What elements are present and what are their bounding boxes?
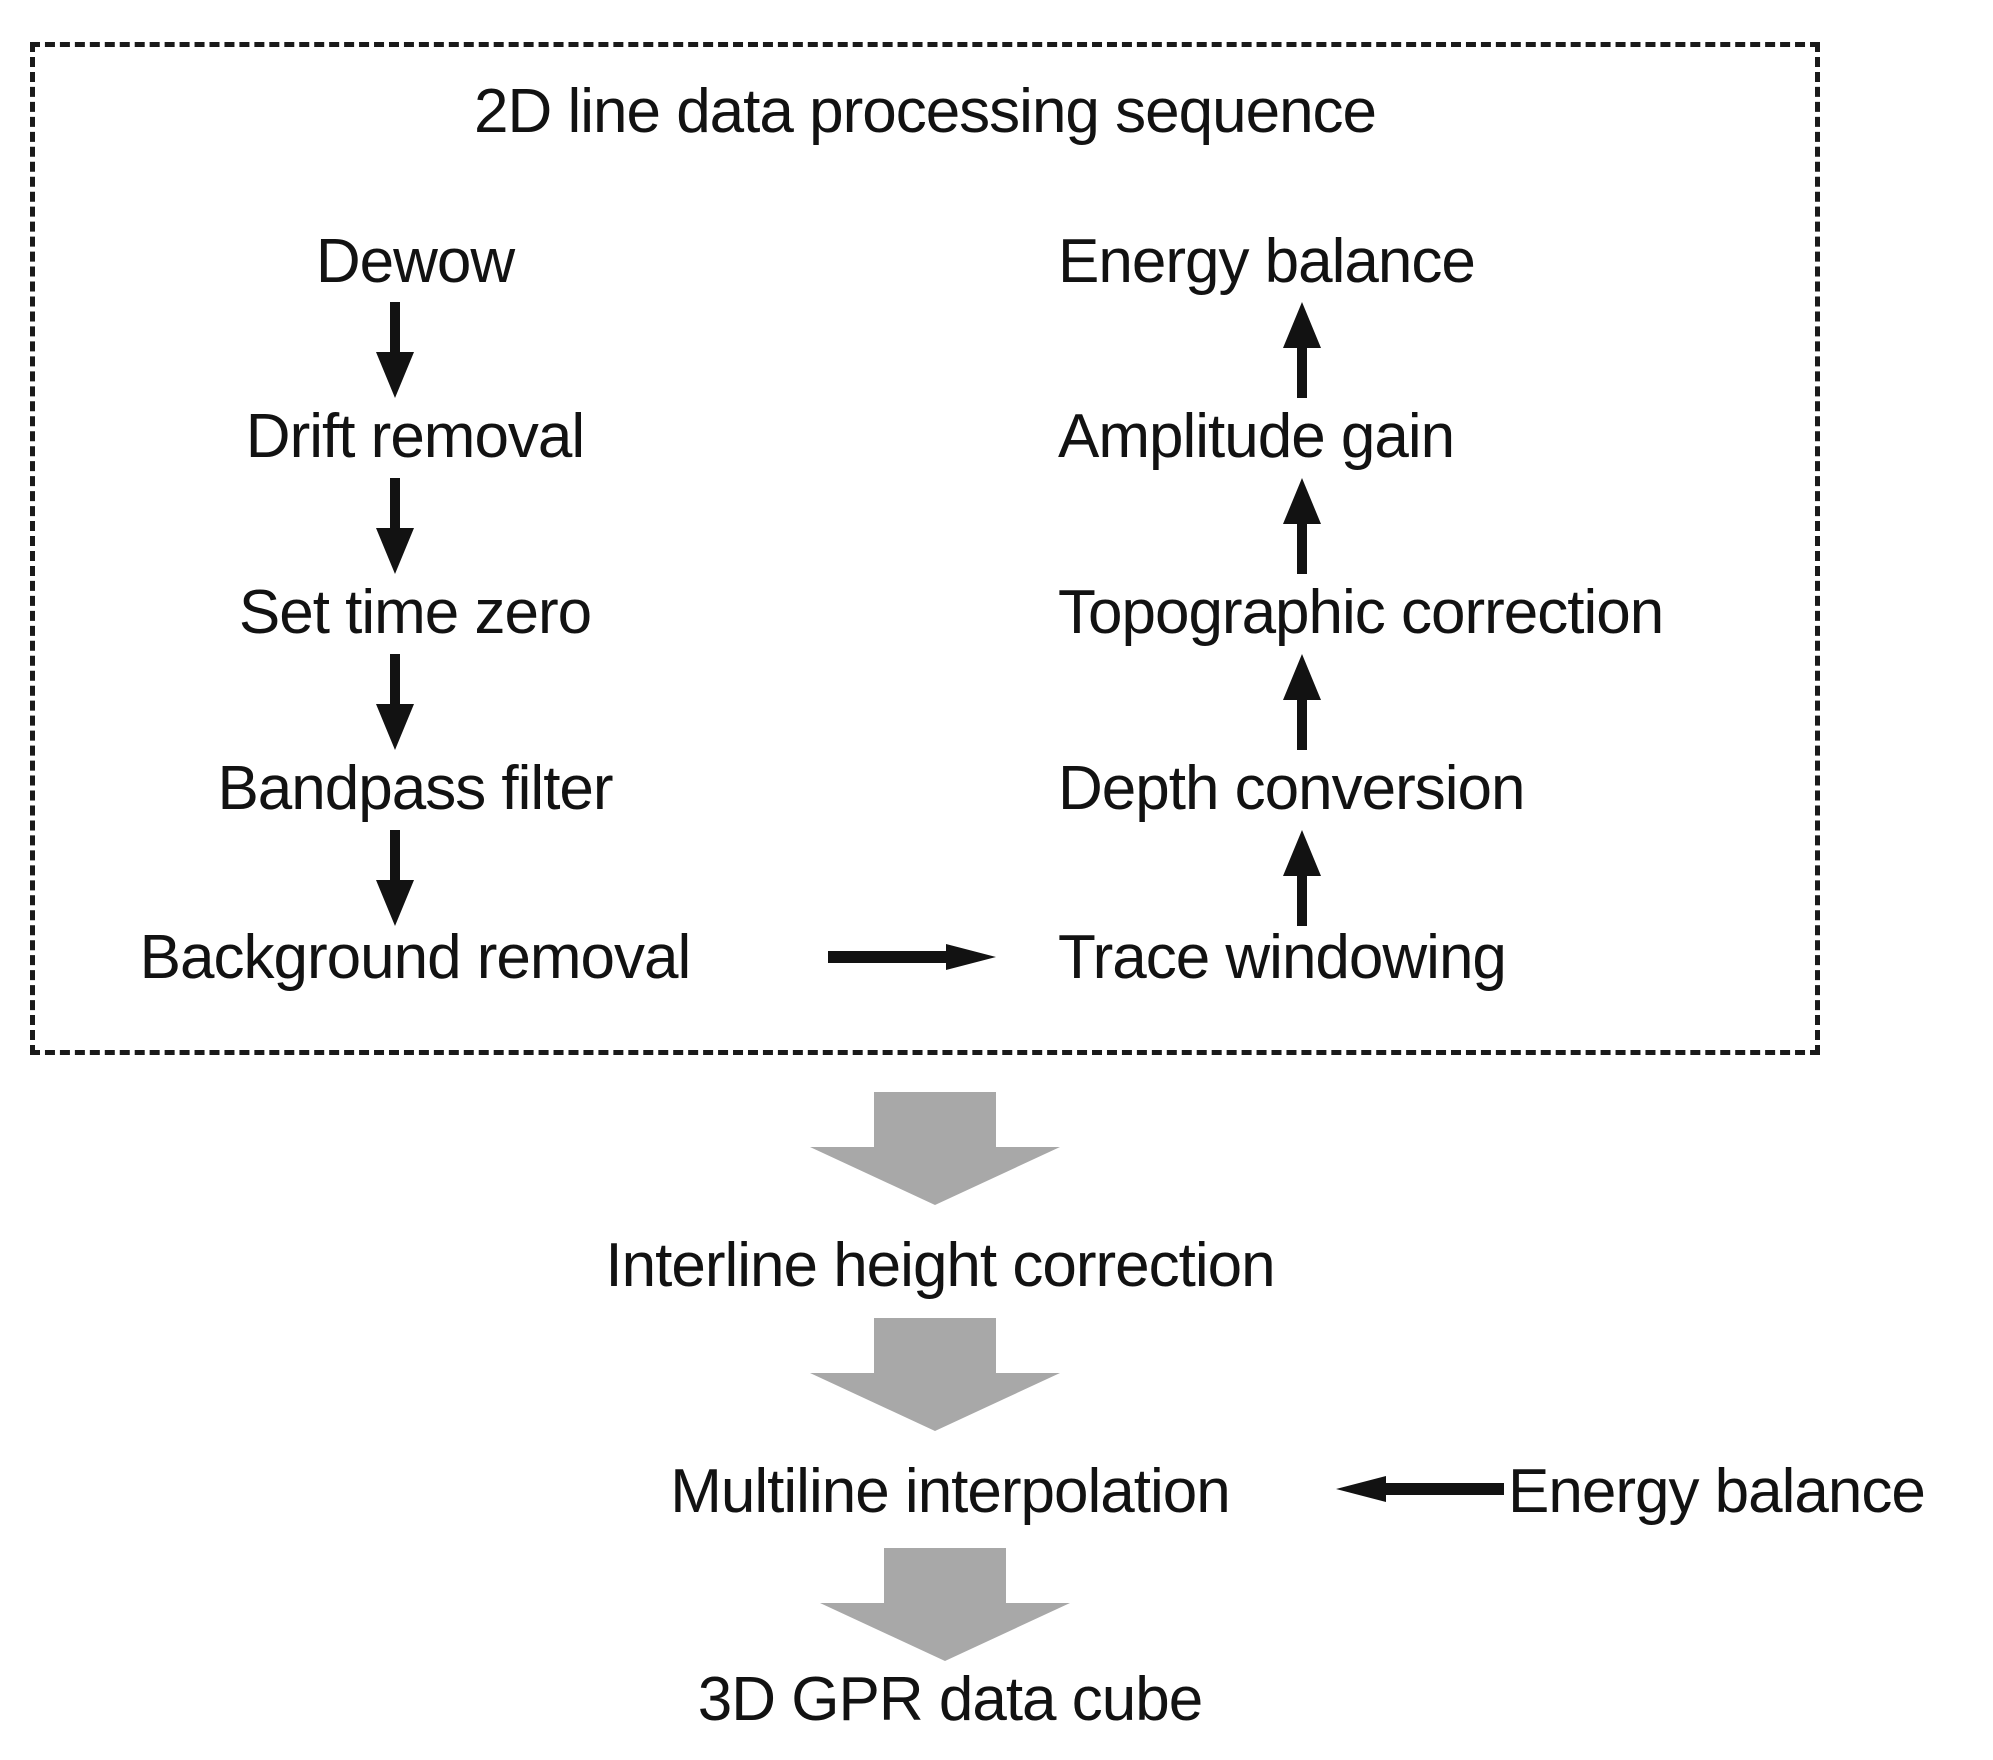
node-energy-balance-side: Energy balance — [1508, 1457, 1926, 1526]
node-amplitude-gain: Amplitude gain — [1058, 402, 1455, 471]
node-bandpass-filter: Bandpass filter — [217, 754, 613, 823]
amplitude-to-energy-up-arrow-icon — [1283, 302, 1321, 398]
node-depth-conversion: Depth conversion — [1058, 754, 1525, 823]
depth-to-topographic-up-arrow-icon — [1283, 654, 1321, 750]
node-multiline-interpolation: Multiline interpolation — [670, 1457, 1230, 1526]
node-dewow: Dewow — [315, 227, 515, 296]
interline-to-multiline-block-arrow-icon — [810, 1318, 1060, 1431]
settimezero-to-bandpass-down-arrow-icon — [376, 654, 414, 750]
background-to-trace-right-arrow-icon — [828, 944, 996, 970]
node-set-time-zero: Set time zero — [238, 578, 592, 647]
node-background-removal: Background removal — [139, 923, 692, 992]
topographic-to-amplitude-up-arrow-icon — [1283, 478, 1321, 574]
node-topographic-correction: Topographic correction — [1058, 578, 1664, 647]
node-energy-balance: Energy balance — [1058, 227, 1476, 296]
node-interline-height-correction: Interline height correction — [605, 1231, 1275, 1300]
2d-processing-sequence-box — [30, 42, 1820, 1055]
node-drift-removal: Drift removal — [245, 402, 585, 471]
bandpass-to-background-down-arrow-icon — [376, 830, 414, 926]
drift-to-settimezero-down-arrow-icon — [376, 478, 414, 574]
box-to-interline-block-arrow-icon — [810, 1092, 1060, 1205]
multiline-to-cube-block-arrow-icon — [820, 1548, 1070, 1661]
energy-to-multiline-left-arrow-icon — [1336, 1476, 1504, 1502]
box-title: 2D line data processing sequence — [473, 77, 1377, 146]
node-3d-gpr-data-cube: 3D GPR data cube — [697, 1665, 1203, 1734]
dewow-to-drift-down-arrow-icon — [376, 302, 414, 398]
trace-to-depth-up-arrow-icon — [1283, 830, 1321, 926]
node-trace-windowing: Trace windowing — [1058, 923, 1507, 992]
